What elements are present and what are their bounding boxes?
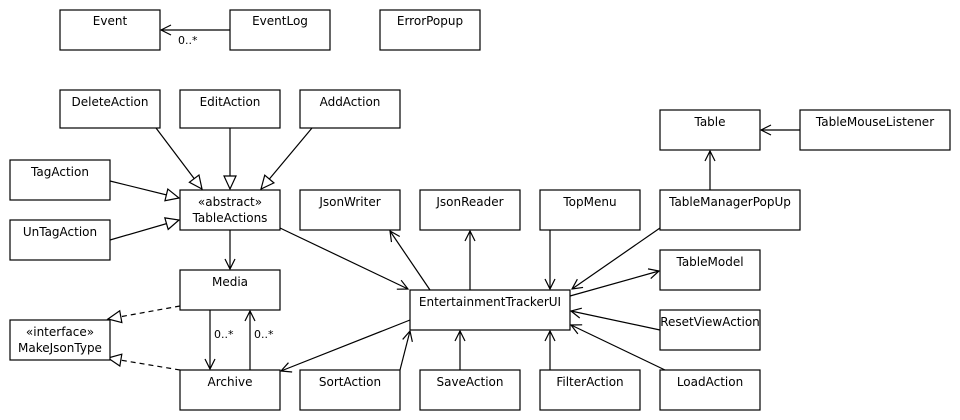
- class-media: Media: [179, 269, 281, 311]
- class-editaction-name: EditAction: [200, 95, 261, 109]
- class-archive-name: Archive: [208, 375, 253, 389]
- class-media-name: Media: [212, 275, 248, 289]
- class-tagaction: TagAction: [9, 159, 111, 201]
- class-saveaction-name: SaveAction: [436, 375, 503, 389]
- edge-untagaction-tableactions: [109, 217, 181, 241]
- class-jsonwriter-name: JsonWriter: [318, 195, 380, 209]
- edge-archive-makejsontype: [106, 353, 181, 371]
- class-eventlog-name: EventLog: [252, 14, 308, 28]
- class-tablemouselistener-name: TableMouseListener: [815, 115, 934, 129]
- edge-tableactions-ui: [279, 227, 408, 289]
- class-saveaction: SaveAction: [419, 369, 521, 411]
- edge-resetview-ui: [571, 311, 661, 331]
- class-tablemodel: TableModel: [659, 249, 761, 291]
- class-loadaction-name: LoadAction: [677, 375, 743, 389]
- class-editaction: EditAction: [179, 89, 281, 129]
- class-eventlog: EventLog: [229, 9, 331, 51]
- edges: [106, 30, 800, 371]
- class-makejsontype: «interface» MakeJsonType: [9, 319, 111, 361]
- edge-addaction-tableactions: [260, 127, 313, 191]
- edge-tagaction-tableactions: [109, 180, 181, 202]
- class-sortaction: SortAction: [299, 369, 401, 411]
- edge-ui-tablemodel: [569, 271, 659, 297]
- class-entertainmenttrackerui-name: EntertainmentTrackerUI: [419, 295, 561, 309]
- class-makejsontype-stereotype: «interface»: [26, 325, 94, 339]
- class-addaction-name: AddAction: [320, 95, 381, 109]
- class-loadaction: LoadAction: [659, 369, 761, 411]
- edge-deleteaction-tableactions: [155, 127, 203, 191]
- class-resetviewaction-name: ResetViewAction: [660, 315, 760, 329]
- class-makejsontype-name: MakeJsonType: [18, 341, 102, 355]
- class-errorpopup: ErrorPopup: [379, 9, 481, 51]
- mult-archive-media-left: 0..*: [214, 328, 234, 341]
- class-topmenu: TopMenu: [539, 189, 641, 231]
- class-tableactions-name: TableActions: [192, 211, 268, 225]
- class-untagaction: UnTagAction: [9, 219, 111, 261]
- class-tablemanagerpopup-name: TableManagerPopUp: [668, 195, 791, 209]
- class-resetviewaction: ResetViewAction: [659, 309, 761, 351]
- class-event: Event: [59, 9, 161, 51]
- class-tablemanagerpopup: TableManagerPopUp: [659, 189, 801, 231]
- class-errorpopup-name: ErrorPopup: [397, 14, 463, 28]
- class-deleteaction: DeleteAction: [59, 89, 161, 129]
- class-entertainmenttrackerui: EntertainmentTrackerUI: [409, 289, 571, 331]
- class-filteraction: FilterAction: [539, 369, 641, 411]
- edge-sortaction-ui: [399, 331, 410, 371]
- class-untagaction-name: UnTagAction: [23, 225, 97, 239]
- class-sortaction-name: SortAction: [319, 375, 381, 389]
- edge-media-makejsontype: [106, 305, 181, 324]
- class-archive: Archive: [179, 369, 281, 411]
- class-table-name: Table: [693, 115, 725, 129]
- class-tablemouselistener: TableMouseListener: [799, 109, 951, 151]
- class-addaction: AddAction: [299, 89, 401, 129]
- edge-ui-archive: [281, 319, 411, 371]
- mult-archive-media-right: 0..*: [254, 328, 274, 341]
- class-jsonreader-name: JsonReader: [435, 195, 503, 209]
- class-topmenu-name: TopMenu: [562, 195, 616, 209]
- edge-loadaction-ui: [571, 325, 666, 371]
- class-jsonreader: JsonReader: [419, 189, 521, 231]
- class-filteraction-name: FilterAction: [556, 375, 623, 389]
- class-deleteaction-name: DeleteAction: [71, 95, 148, 109]
- class-tagaction-name: TagAction: [30, 165, 89, 179]
- class-tablemodel-name: TableModel: [675, 255, 743, 269]
- edge-tablemanager-ui: [572, 227, 661, 289]
- class-tableactions: «abstract» TableActions: [179, 189, 281, 231]
- class-jsonwriter: JsonWriter: [299, 189, 401, 231]
- mult-eventlog-event: 0..*: [178, 34, 198, 47]
- class-table: Table: [659, 109, 761, 151]
- class-event-name: Event: [93, 14, 128, 28]
- edge-ui-jsonwriter: [390, 231, 431, 291]
- class-tableactions-stereotype: «abstract»: [198, 195, 262, 209]
